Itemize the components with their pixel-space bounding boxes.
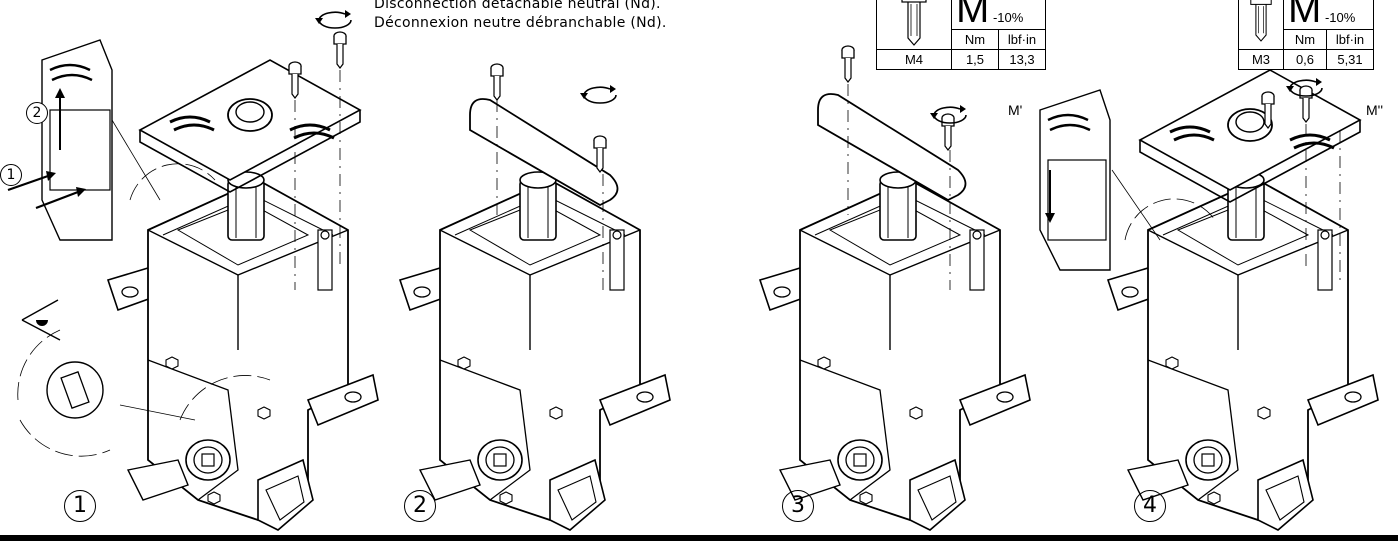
torque-label-m-prime: M' xyxy=(1008,102,1023,118)
footer-rule xyxy=(0,535,1398,541)
switch-body xyxy=(1107,171,1379,531)
caption-line-en: Disconnection detachable neutral (Nd). xyxy=(374,0,661,12)
value-nm: 0,6 xyxy=(1283,49,1327,70)
torque-symbol: M xyxy=(1288,0,1322,31)
switch-body xyxy=(399,171,671,531)
panel-1 xyxy=(7,9,379,531)
step-2: 2 xyxy=(404,490,436,522)
screw-size: M3 xyxy=(1238,49,1284,70)
panel-2 xyxy=(399,63,671,531)
torque-header: M -10% xyxy=(1283,0,1374,31)
caption-line-fr: Déconnexion neutre débranchable (Nd). xyxy=(374,15,667,31)
torque-table-m4: M -10% Nm lbf·in M4 1,5 13,3 xyxy=(876,0,1046,70)
unit-lbf: lbf·in xyxy=(1326,29,1374,50)
screw-size: M4 xyxy=(876,49,952,70)
step-4: 4 xyxy=(1134,490,1166,522)
switch-body xyxy=(107,171,379,531)
screw xyxy=(841,45,855,83)
screw xyxy=(333,31,347,69)
screw xyxy=(941,113,955,151)
torque-tolerance: -10% xyxy=(992,10,1024,25)
rotation-arrow-icon xyxy=(579,84,617,104)
screw-icon xyxy=(876,0,952,50)
torque-symbol: M xyxy=(956,0,990,31)
screw-icon xyxy=(1238,0,1284,50)
screw xyxy=(490,63,504,101)
torque-label-m-double-prime: M'' xyxy=(1366,102,1384,118)
sub-step-1: 1 xyxy=(0,164,22,186)
step-1: 1 xyxy=(64,490,96,522)
torque-tolerance: -10% xyxy=(1324,10,1356,25)
value-lbf: 13,3 xyxy=(998,49,1046,70)
rotation-arrow-icon xyxy=(314,9,352,29)
torque-table-m3: M -10% Nm lbf·in M3 0,6 5,31 xyxy=(1238,0,1374,70)
panel-4 xyxy=(1039,68,1379,531)
unit-lbf: lbf·in xyxy=(998,29,1046,50)
step-3: 3 xyxy=(782,490,814,522)
panel-3 xyxy=(759,45,1031,531)
caption: Disconnection detachable neutral (Nd). D… xyxy=(374,0,667,33)
sub-step-2: 2 xyxy=(26,102,48,124)
switch-body xyxy=(759,171,1031,531)
value-lbf: 5,31 xyxy=(1326,49,1374,70)
